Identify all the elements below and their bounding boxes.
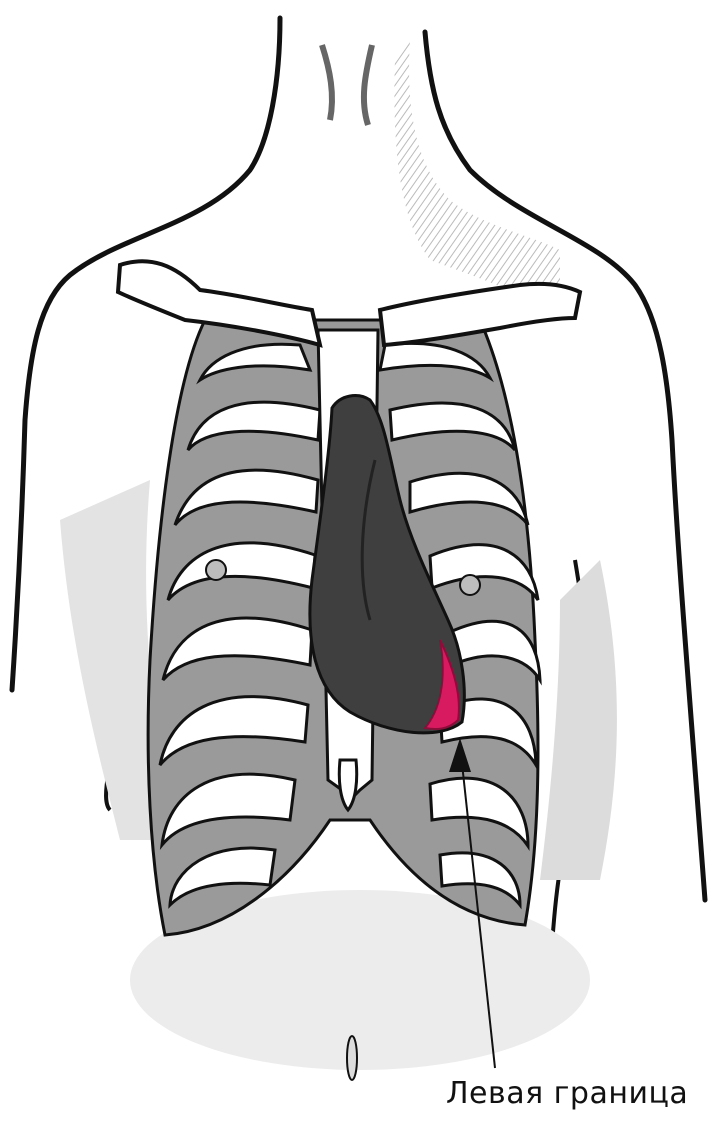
neck-muscle — [322, 45, 372, 125]
navel — [347, 1036, 357, 1080]
left-border-label: Левая граница — [446, 1076, 696, 1111]
right-nipple — [206, 560, 226, 580]
side-shading-right — [540, 560, 617, 880]
left-nipple — [460, 575, 480, 595]
